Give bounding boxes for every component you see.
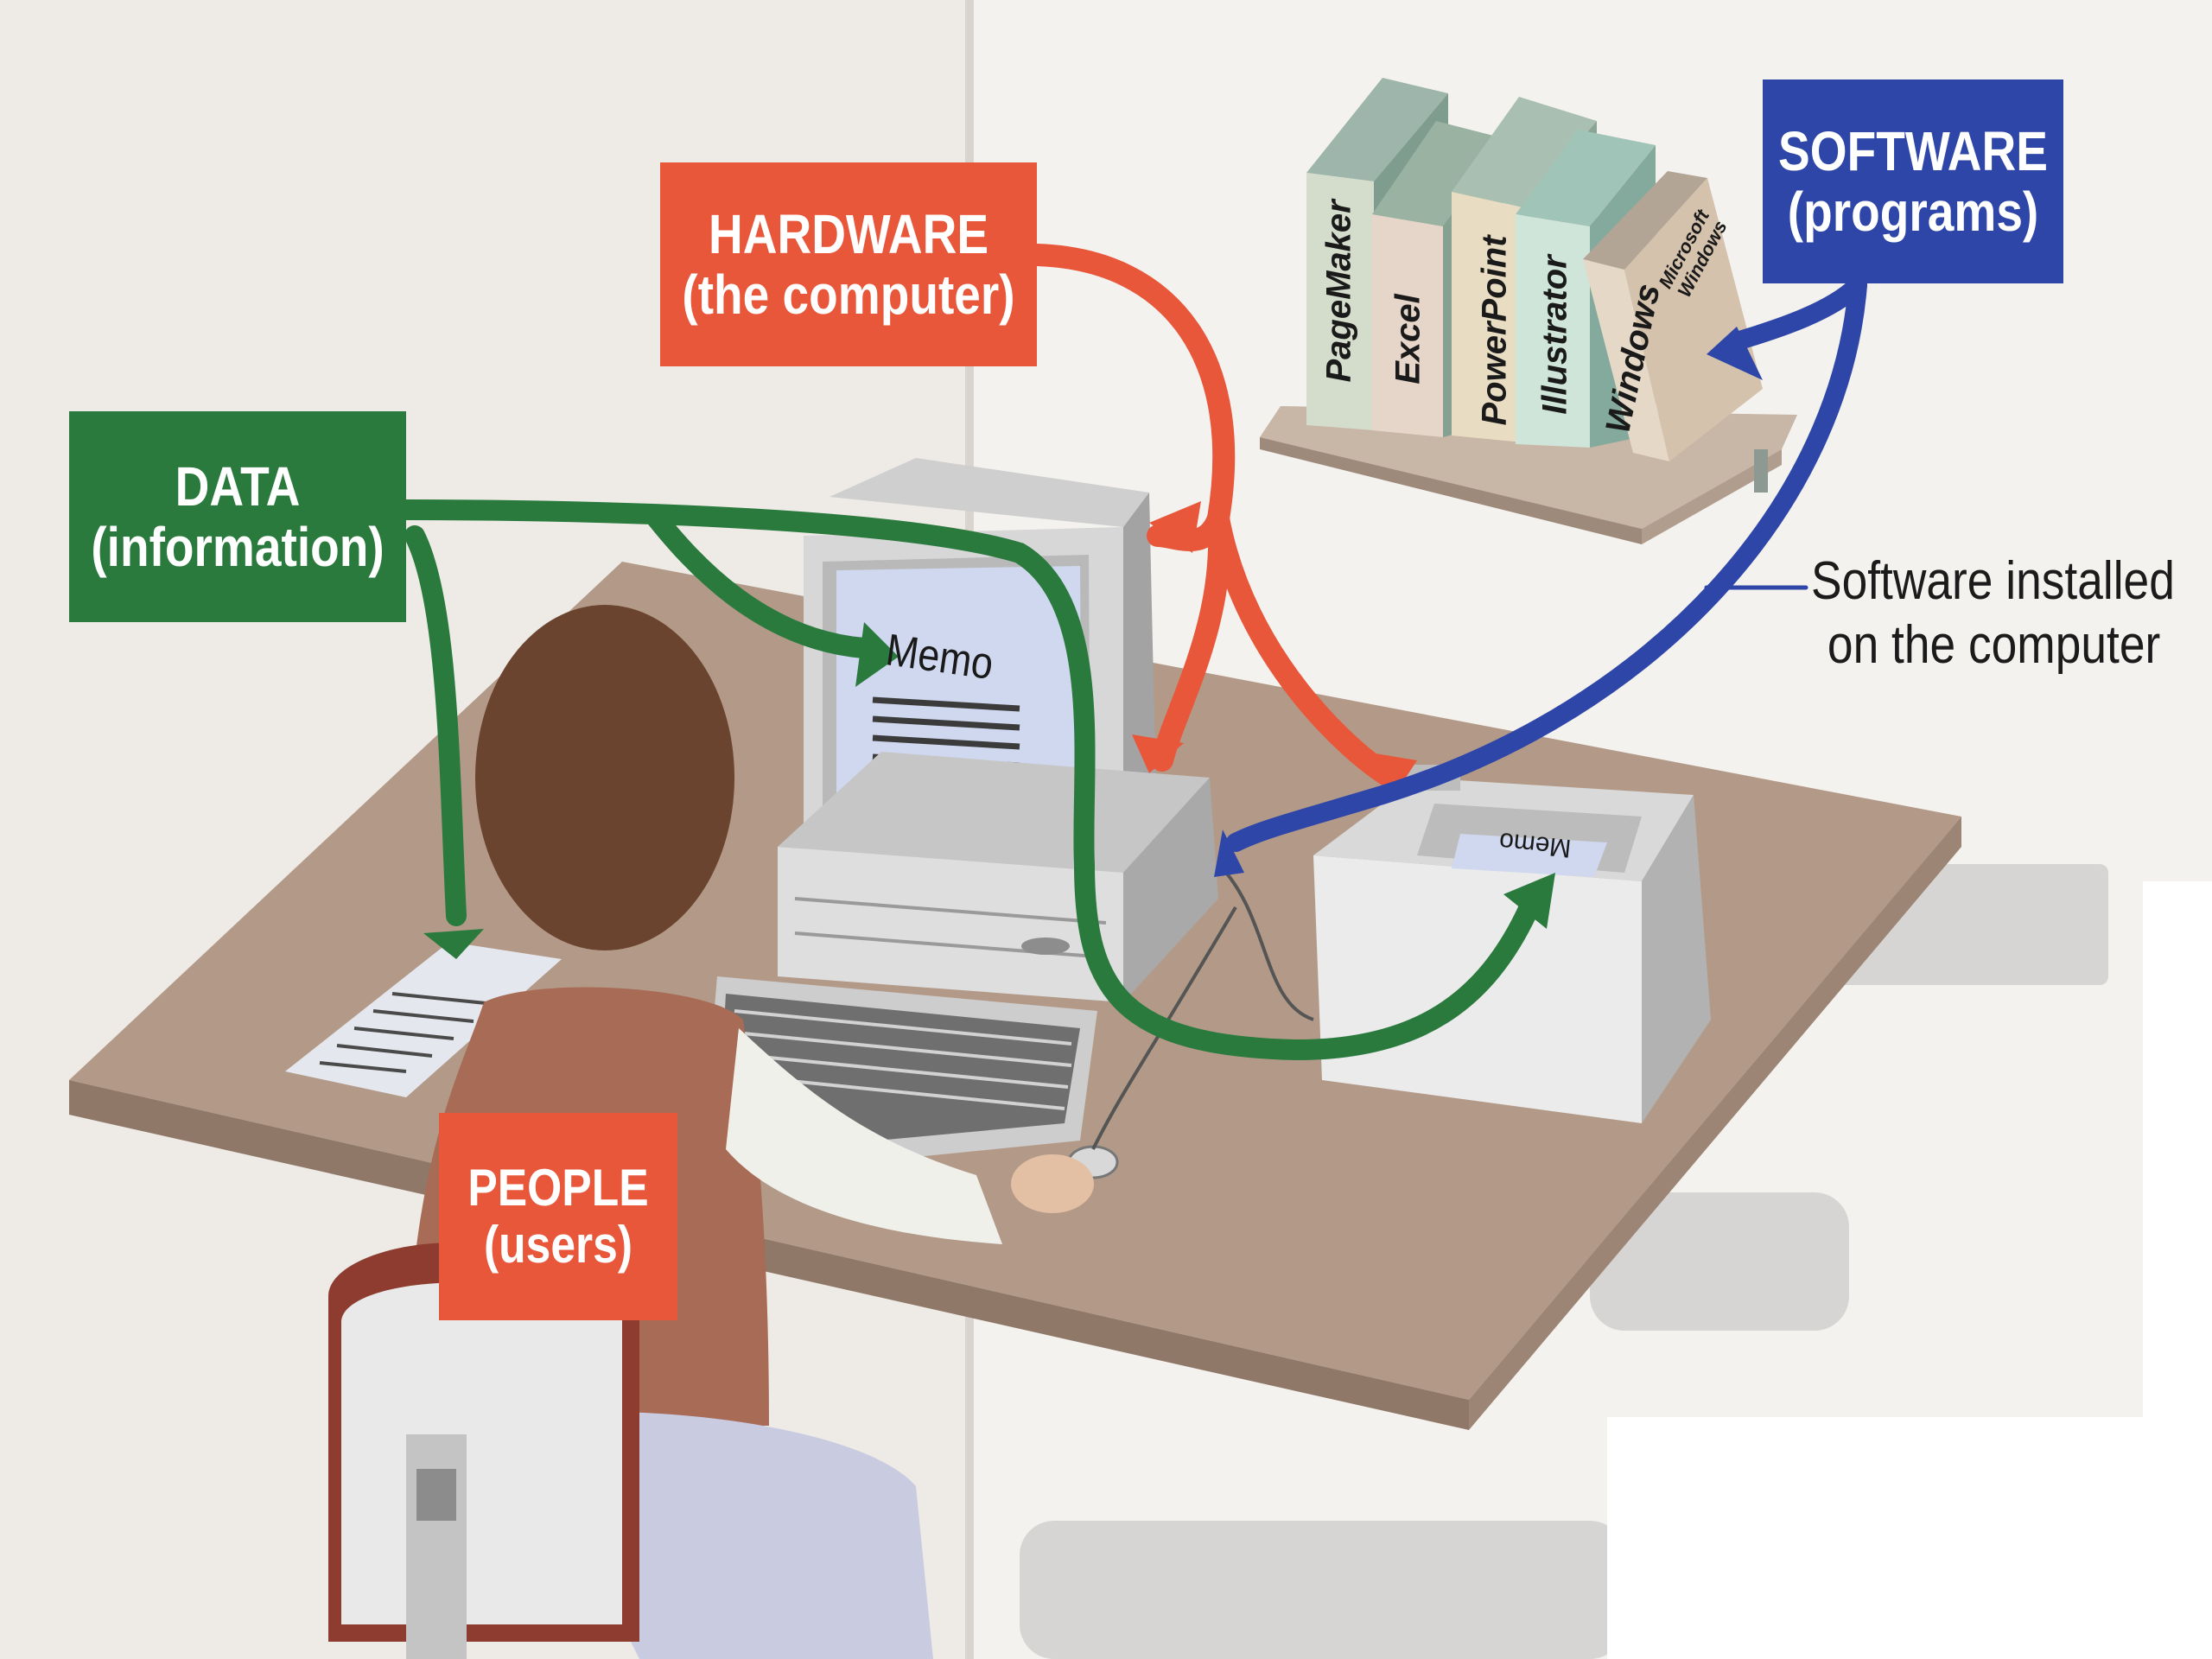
desk-document: [285, 942, 562, 1097]
data-title: DATA: [175, 454, 301, 518]
people-subtitle: (users): [483, 1216, 633, 1274]
people-title: PEOPLE: [467, 1159, 649, 1217]
annotation-line-1: Software installed: [1811, 551, 2175, 611]
people-label: PEOPLE (users): [455, 1113, 660, 1320]
printed-memo: [1452, 834, 1607, 877]
annotation-line-2: on the computer: [1827, 615, 2161, 676]
person-arm: [726, 1028, 1002, 1244]
system-unit: [778, 752, 1218, 1002]
person-hand: [1011, 1154, 1094, 1213]
people-label-bg: [439, 1113, 677, 1320]
arrows: [396, 244, 1867, 1061]
books: [1306, 78, 1763, 461]
software-label: SOFTWARE (programs): [1778, 79, 2048, 283]
software-label-bg: [1763, 79, 2063, 283]
person-hair: [475, 605, 734, 950]
software-subtitle: (programs): [1787, 181, 2039, 243]
data-label: DATA (information): [91, 411, 385, 622]
data-arrowheads: [423, 622, 1555, 959]
software-installed-annotation: Software installed on the computer: [1811, 550, 2175, 678]
hardware-title: HARDWARE: [708, 202, 989, 265]
book-spine-excel: Excel: [1389, 294, 1427, 385]
faded-background: [1020, 864, 2108, 1659]
data-label-bg: [69, 411, 406, 622]
software-arrows: [1226, 276, 1867, 852]
software-arrowheads: [1214, 327, 1763, 877]
book-windows: [1583, 171, 1763, 461]
hardware-label: HARDWARE (the computer): [682, 162, 1014, 366]
chair: [328, 1243, 639, 1659]
book-spine-illustrator: Illustrator: [1535, 255, 1574, 415]
page-whitespace: [2143, 881, 2212, 1659]
hardware-label-bg: [660, 162, 1037, 366]
hardware-arrowheads: [1132, 501, 1417, 793]
software-title: SOFTWARE: [1778, 119, 2048, 182]
book-spine-pagemaker: PageMaker: [1319, 200, 1358, 383]
data-arrows: [396, 499, 1540, 1061]
hardware-subtitle: (the computer): [682, 264, 1015, 326]
data-subtitle: (information): [91, 516, 385, 578]
page-whitespace-bottom: [1607, 1417, 2143, 1659]
book-spine-powerpoint: PowerPoint: [1475, 235, 1514, 426]
